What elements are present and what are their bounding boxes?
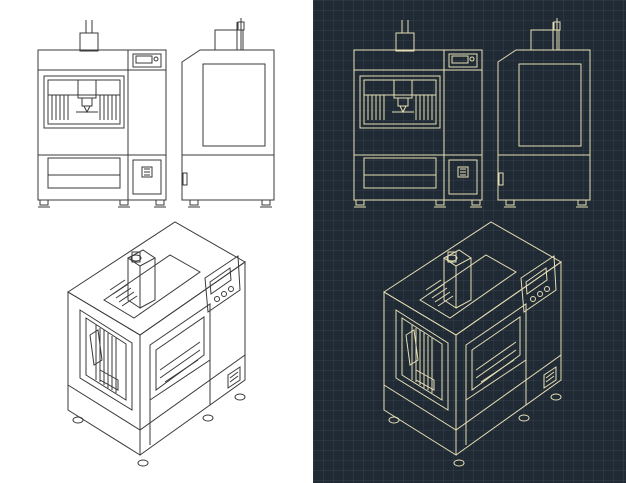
cnc-side-view-icon [181,17,275,208]
cnc-front-view-icon [37,19,167,208]
dark-drawings [353,17,591,467]
cnc-front-view-icon [353,19,483,208]
cnc-side-view-icon [497,17,591,208]
cnc-isometric-view-icon [383,221,562,467]
cnc-isometric-view-icon [67,221,246,467]
light-drawings [37,17,275,467]
